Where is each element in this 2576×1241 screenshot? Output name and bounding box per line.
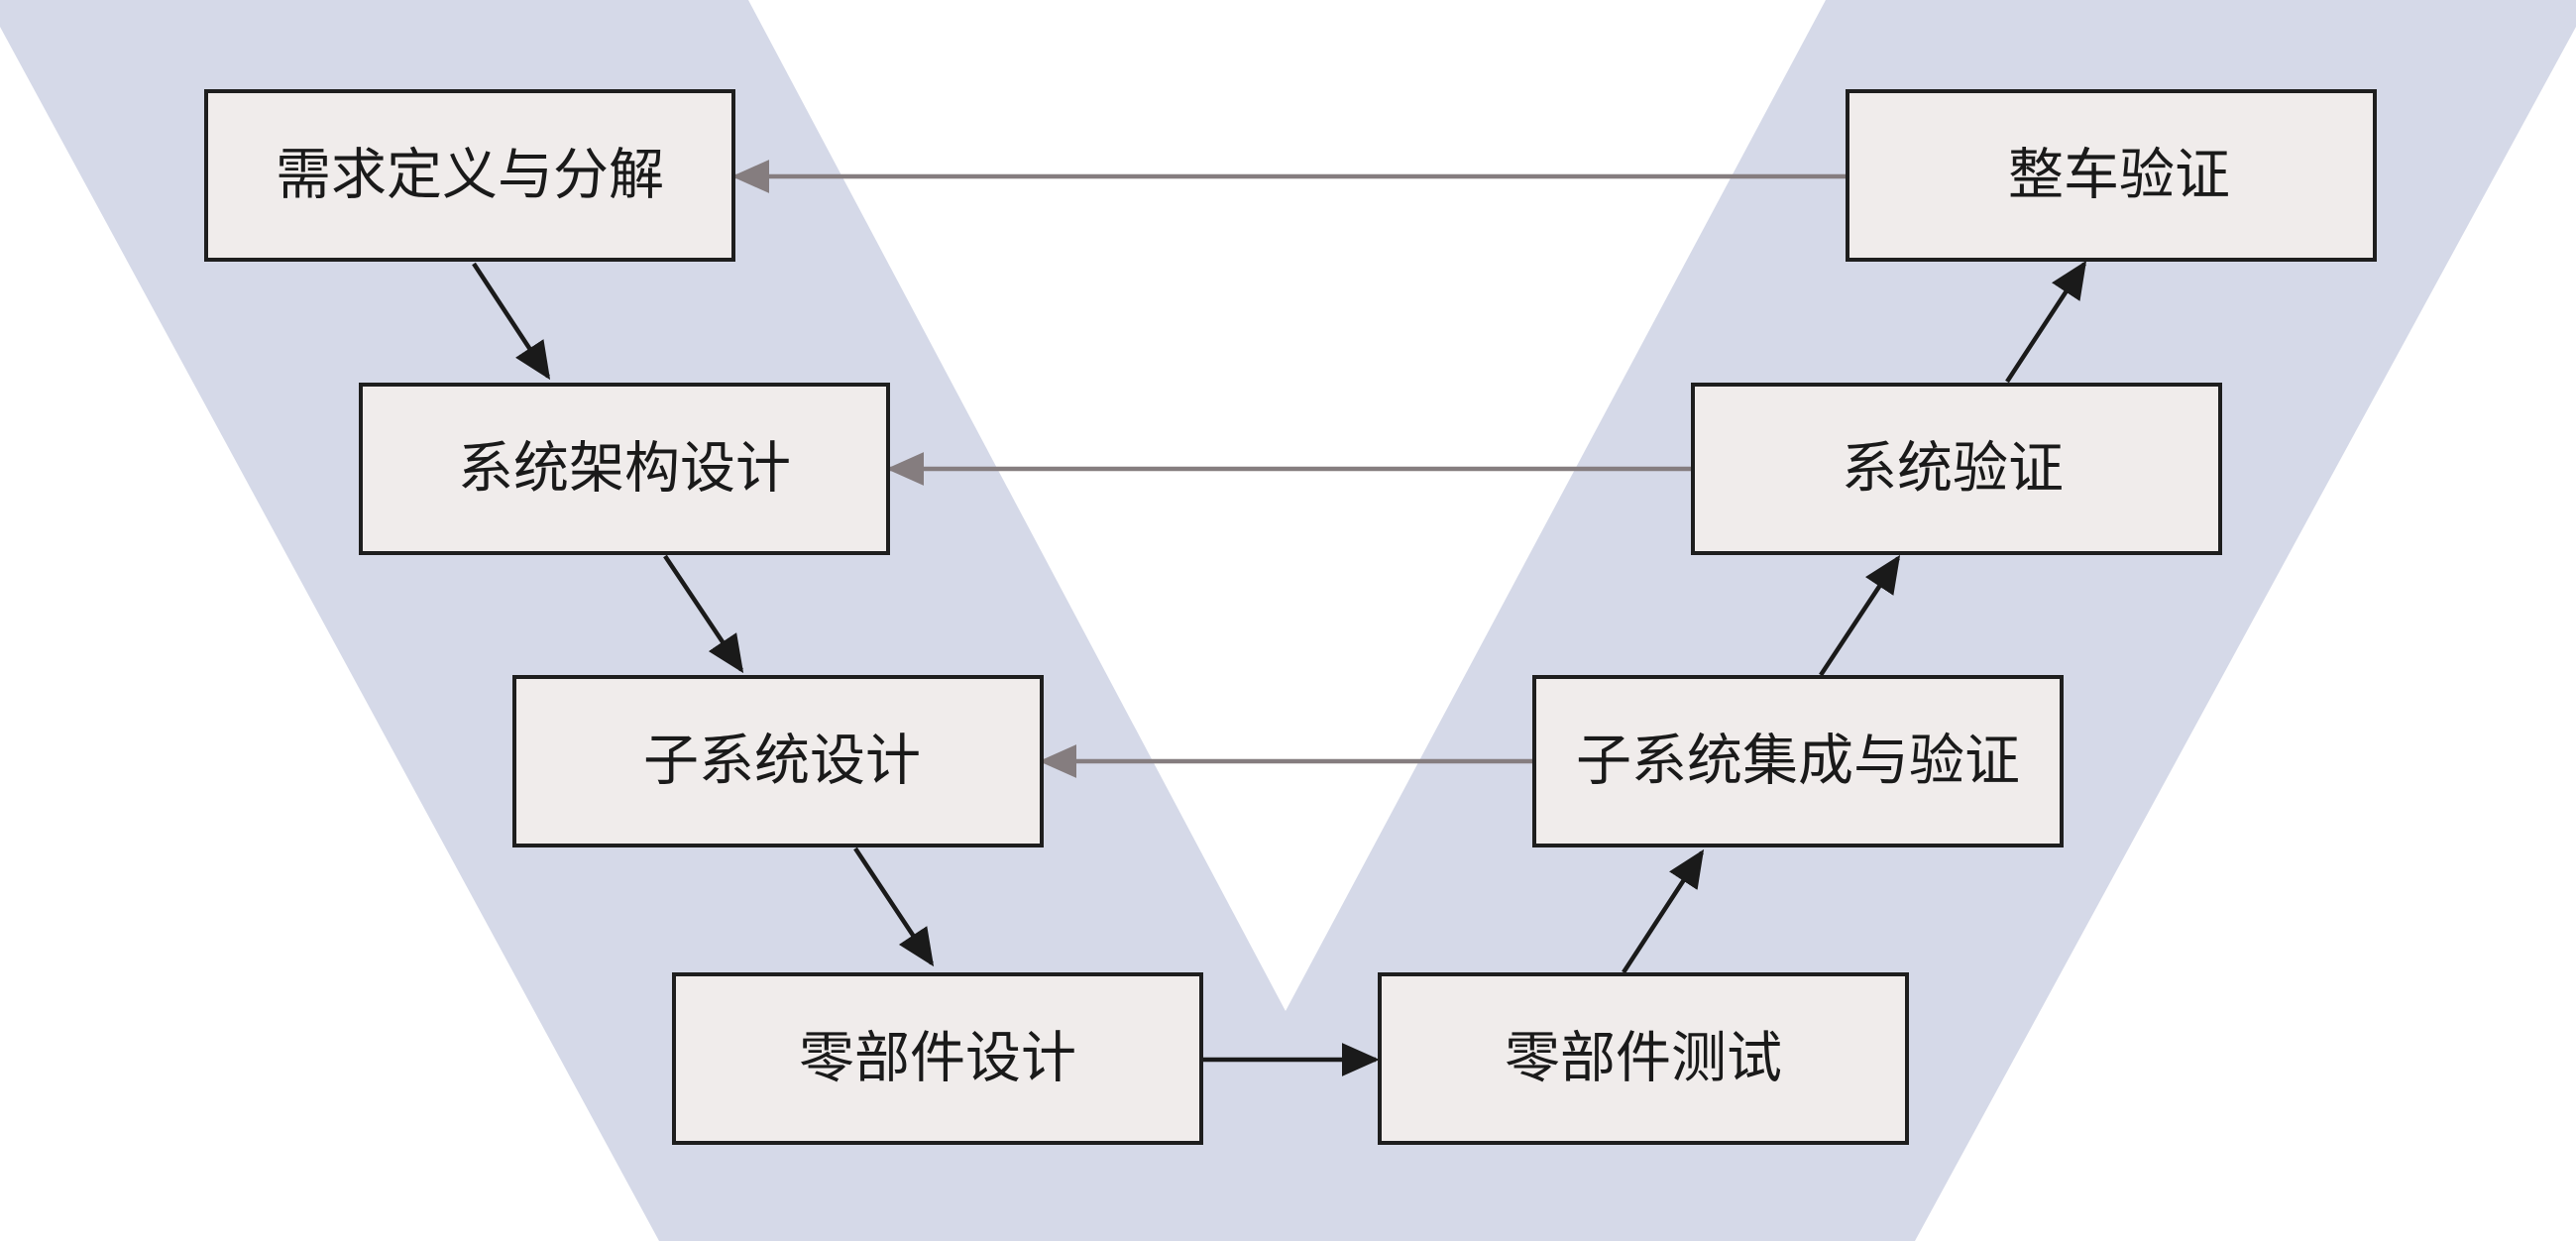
node-subsystem-integration-label: 子系统集成与验证 [1576,730,2020,794]
arrow-architecture-to-subsystem [663,554,744,674]
node-subsystem-design: 子系统设计 [512,675,1044,847]
node-system-architecture-label: 系统架构设计 [458,437,791,502]
v-band-right [1286,0,2576,1241]
node-subsystem-design-label: 子系统设计 [643,730,921,794]
node-system-verification-label: 系统验证 [1842,437,2064,502]
v-band-left [0,0,1286,1241]
node-system-architecture: 系统架构设计 [359,383,890,555]
node-vehicle-verification-label: 整车验证 [2008,144,2230,208]
arrow-integration-to-system-verification [1819,554,1901,677]
node-component-design-label: 零部件设计 [799,1027,1076,1091]
node-component-test: 零部件测试 [1378,972,1909,1145]
arrow-requirements-to-architecture [472,262,551,381]
node-subsystem-integration: 子系统集成与验证 [1532,675,2064,847]
arrow-system-to-vehicle-verification [2005,260,2087,384]
node-component-test-label: 零部件测试 [1505,1027,1782,1091]
arrow-subsystem-to-component [853,846,935,967]
node-component-design: 零部件设计 [672,972,1203,1145]
arrow-test-to-subsystem-integration [1622,848,1705,974]
node-requirements: 需求定义与分解 [204,89,735,262]
node-requirements-label: 需求定义与分解 [276,144,664,208]
node-system-verification: 系统验证 [1691,383,2222,555]
node-vehicle-verification: 整车验证 [1846,89,2377,262]
